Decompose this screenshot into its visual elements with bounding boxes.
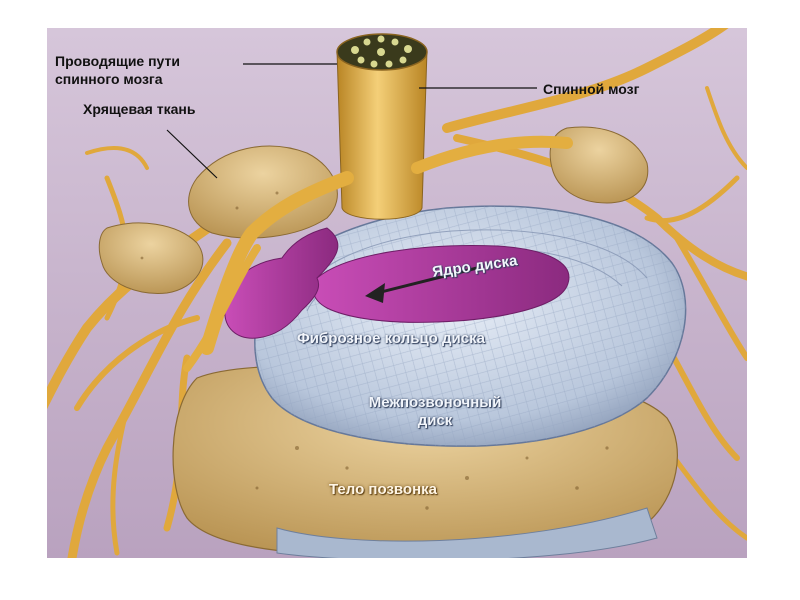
spinal-cord bbox=[336, 49, 428, 220]
displacement-arrow bbox=[365, 266, 478, 303]
intervertebral-disc-label-line1: Межпозвоночный bbox=[368, 394, 502, 411]
spinal-tract-fibers bbox=[351, 35, 412, 68]
disc-herniation bbox=[224, 227, 339, 339]
spine-illustration: Проводящие пути спинного мозга Хрящевая … bbox=[47, 28, 747, 558]
annulus-label: Фиброзное кольцо диска bbox=[297, 330, 485, 347]
spinal-tracts-label: Проводящие пути спинного мозга bbox=[55, 52, 180, 88]
vertebral-process-right bbox=[549, 126, 649, 204]
vertebral-arch-upper bbox=[188, 145, 338, 239]
intervertebral-disc-label: Межпозвоночный диск bbox=[345, 394, 525, 430]
intervertebral-disc-label-line2: диск bbox=[417, 412, 453, 429]
nerve-roots bbox=[183, 135, 573, 372]
nucleus-pulposus bbox=[312, 245, 570, 323]
vertebral-body-label: Тело позвонка bbox=[329, 481, 437, 498]
spinal-tracts-label-line2: спинного мозга bbox=[55, 71, 163, 87]
callout-lines bbox=[166, 63, 537, 179]
spinal-cord-label: Спинной мозг bbox=[543, 81, 640, 97]
lower-disc-edge bbox=[276, 507, 658, 558]
cartilage-label: Хрящевая ткань bbox=[83, 101, 196, 117]
nerve-fibers-right bbox=[442, 28, 747, 541]
illustration-canvas bbox=[47, 28, 747, 558]
spinal-tracts-label-line1: Проводящие пути bbox=[55, 53, 180, 69]
vertebral-process-left bbox=[98, 222, 204, 294]
